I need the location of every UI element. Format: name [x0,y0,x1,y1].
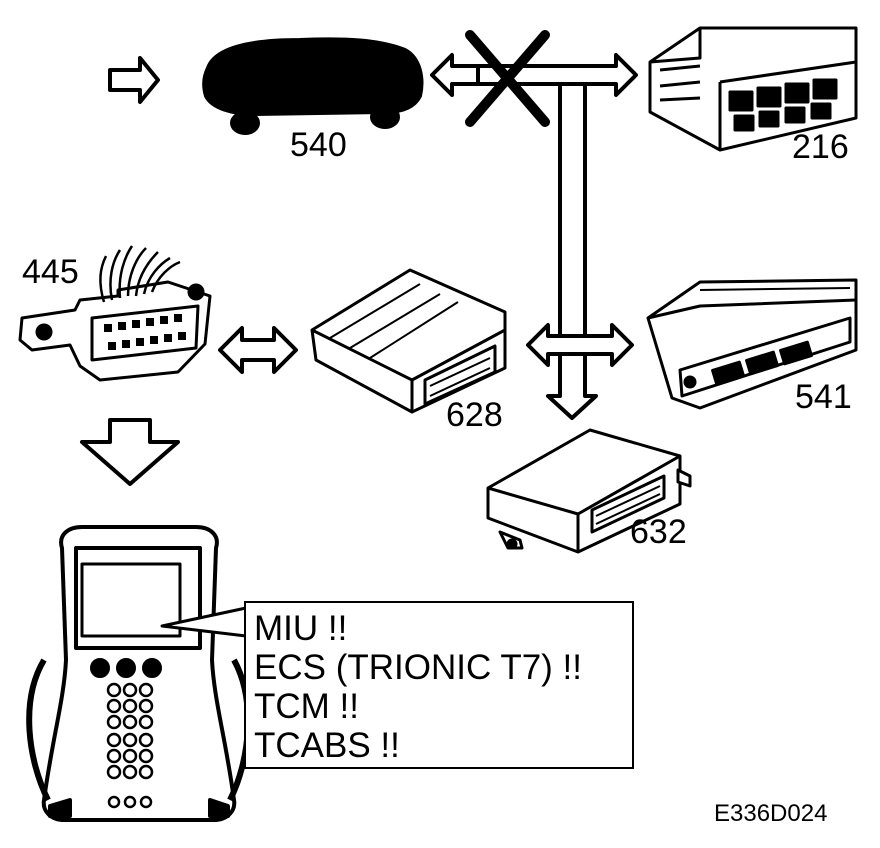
figure-code: E336D024 [714,800,828,827]
bus-trunk-icon [546,82,598,420]
label-541: 541 [795,378,852,416]
unit-216-panel-icon [648,26,858,152]
callout-line-miu: MIU !! [254,609,348,648]
label-216: 216 [792,128,849,166]
cross-x-icon [465,30,550,127]
unit-628-module-icon [310,268,507,414]
callout-line-tcm: TCM !! [254,687,359,726]
unit-540-car-icon [202,37,424,135]
unit-632-module-icon [486,428,692,554]
bus-arrow-541-icon [526,323,634,367]
label-540: 540 [290,126,347,164]
down-arrow-tester-icon [80,418,180,486]
callout-box: MIU !! ECS (TRIONIC T7) !! TCM !! TCABS … [244,601,634,769]
tester-device-icon [26,525,251,822]
input-arrow-icon [108,56,160,104]
double-arrow-445-628-icon [218,326,298,374]
label-445: 445 [22,253,79,291]
callout-line-ecs: ECS (TRIONIC T7) !! [254,648,582,687]
callout-line-tcabs: TCABS !! [254,726,400,765]
double-arrow-540-icon [430,53,480,97]
label-632: 632 [630,513,687,551]
unit-445-connector-icon [18,245,212,382]
label-628: 628 [446,396,503,434]
unit-541-display-icon [646,278,858,410]
